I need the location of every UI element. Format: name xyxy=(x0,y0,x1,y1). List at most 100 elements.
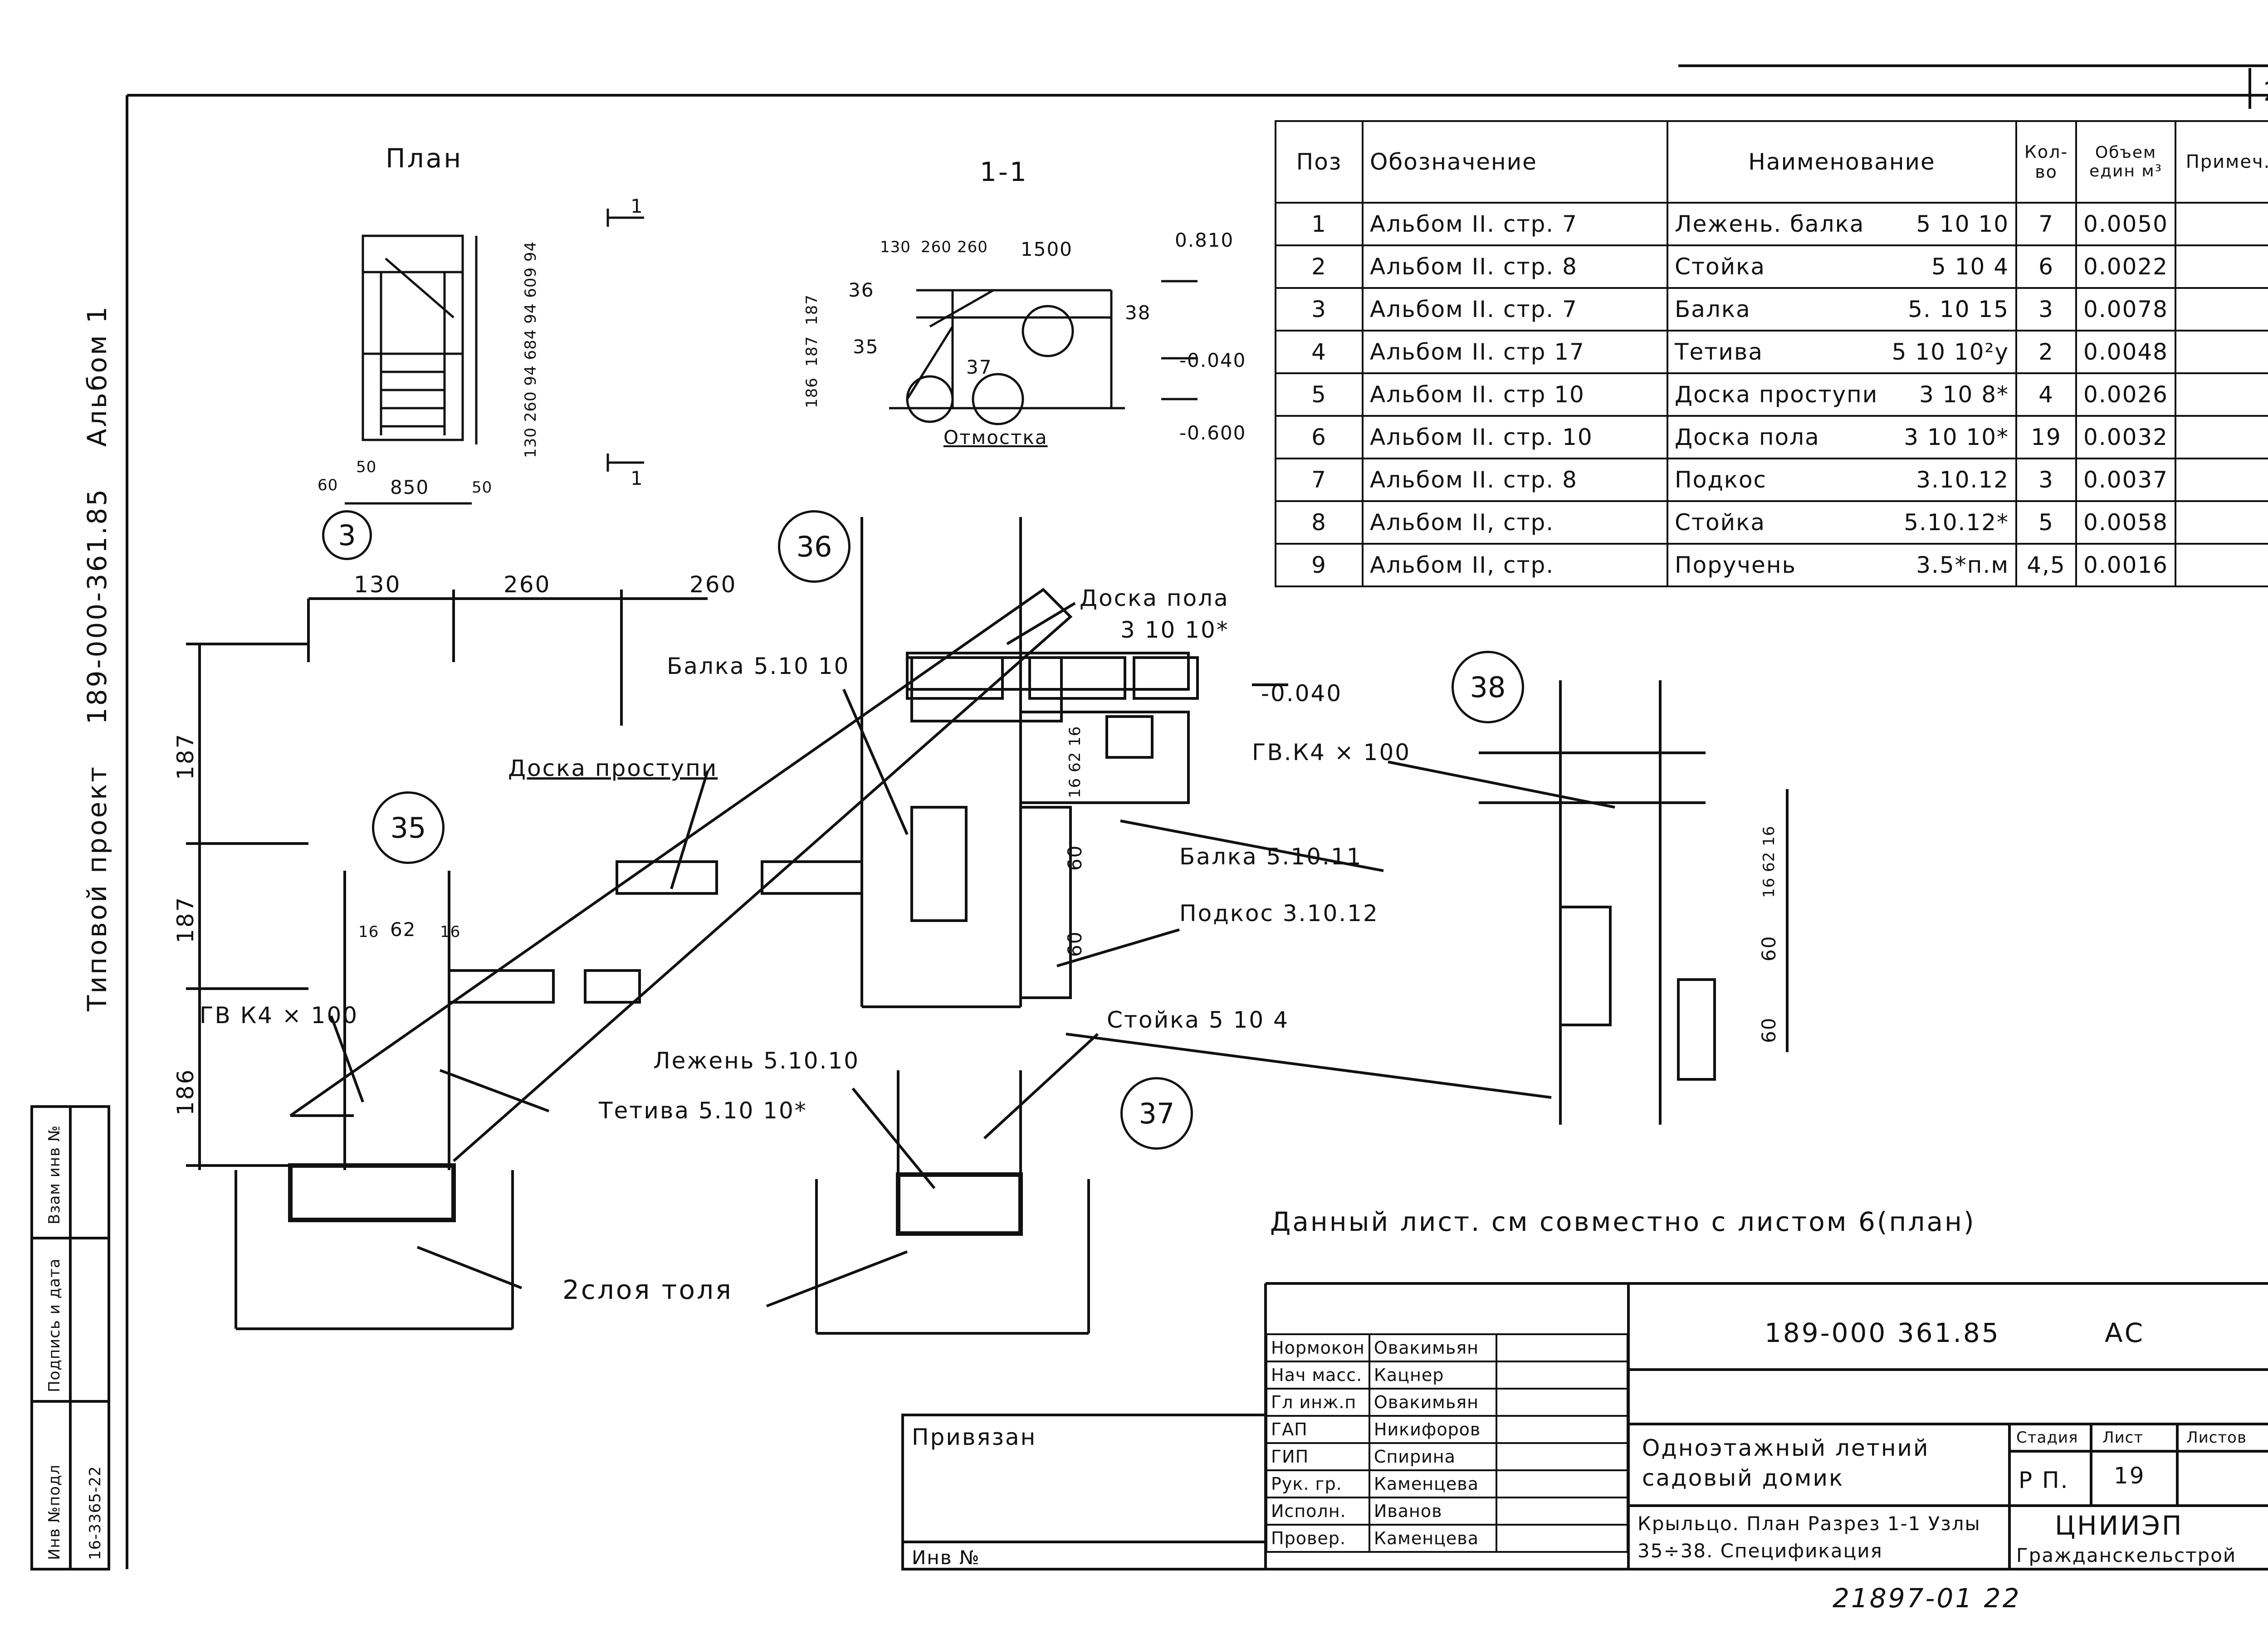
spec-cell xyxy=(2175,244,2268,289)
spec-cell: 6 xyxy=(1275,415,1364,459)
footer-code: 21897-01 22 xyxy=(1833,1583,2021,1614)
spec-cell: 0.0032 xyxy=(2075,415,2176,459)
sheet-number: 21 xyxy=(2263,76,2268,107)
plan-section-mark-top: 1 xyxy=(631,195,644,217)
spec-cell: 4,5 xyxy=(2015,543,2077,587)
section-dim-1500: 1500 xyxy=(1021,238,1073,260)
detail-dim-260a: 260 xyxy=(503,571,551,598)
plan-dim-50a: 50 xyxy=(356,458,377,476)
label-doska-pola-code: 3 10 10* xyxy=(1120,617,1229,643)
spec-cell: Стойка xyxy=(1667,244,1885,289)
section-otmostka: Отмостка xyxy=(943,426,1048,449)
tb-signature xyxy=(1495,1524,1629,1553)
spec-cell: 0.0050 xyxy=(2075,202,2176,246)
spec-h-note: Примеч. xyxy=(2175,120,2268,204)
plan-marker: 3 xyxy=(322,510,372,560)
detail-rdim-1: 62 xyxy=(1066,751,1084,772)
detail-dim-260b: 260 xyxy=(689,571,737,598)
spec-cell: Балка xyxy=(1667,287,1885,332)
spec-cell: 0.0022 xyxy=(2075,244,2176,289)
tb-person: Овакимьян xyxy=(1368,1388,1497,1417)
spec-header-row: Поз Обозначение Наименование Кол-во Объе… xyxy=(1275,120,2268,204)
spec-cell: 0.0048 xyxy=(2075,330,2176,374)
label-tetiva: Тетива 5.10 10* xyxy=(599,1097,807,1124)
tb-role: Провер. xyxy=(1266,1524,1370,1553)
spec-cell: 0.0078 xyxy=(2075,287,2176,332)
tb-mark: АС xyxy=(2105,1317,2145,1348)
plan-vdim-0: 130 xyxy=(522,427,540,458)
spec-cell xyxy=(2175,287,2268,332)
spec-cell: 19 xyxy=(2015,415,2077,459)
plan-vdim-1: 260 xyxy=(522,391,540,422)
tb-list: 19 xyxy=(2114,1463,2146,1489)
spec-h-oboznach: Обозначение xyxy=(1362,120,1668,204)
spec-cell: 5 10 4 xyxy=(1885,244,2018,289)
tb-role-row: Исполн.Иванов xyxy=(1266,1497,1629,1526)
stamp-replace-inv: Взам инв № xyxy=(45,1125,64,1224)
spec-cell: 8 xyxy=(1275,500,1364,545)
tb-role: ГАП xyxy=(1266,1415,1370,1444)
label-gvk-left: ГВ К4 × 100 xyxy=(200,1002,359,1029)
plan-vdim-6: 94 xyxy=(522,241,540,262)
spec-h-pos: Поз xyxy=(1275,120,1364,204)
spec-cell: 3.10.12 xyxy=(1885,458,2018,502)
side-code: 189-000-361.85 xyxy=(82,487,112,725)
spec-cell: 2 xyxy=(2015,330,2077,374)
tb-signature xyxy=(1495,1415,1629,1444)
node-37-marker: 37 xyxy=(1120,1077,1193,1150)
spec-cell: 5 10 10²у xyxy=(1885,330,2018,374)
node-35-marker: 35 xyxy=(372,791,445,864)
tb-person: Никифоров xyxy=(1368,1415,1497,1444)
tb-role: Гл инж.п xyxy=(1266,1388,1370,1417)
plan-dim-50b: 50 xyxy=(472,478,493,497)
tb-object: Одноэтажный летний садовый домик xyxy=(1642,1435,1930,1491)
spec-cell: 5 xyxy=(1275,372,1364,417)
section-vert-dims: 186 187 187 xyxy=(803,294,821,408)
spec-cell xyxy=(2175,330,2268,374)
spec-cell: 0.0058 xyxy=(2075,500,2176,545)
spec-cell: 3 10 10* xyxy=(1885,415,2018,459)
spec-cell: 5 10 10 xyxy=(1885,202,2018,246)
section-callout-38: 38 xyxy=(1125,302,1151,324)
tb-person: Кацнер xyxy=(1368,1361,1497,1390)
spec-cell: 9 xyxy=(1275,543,1364,587)
tb-stage-h: Стадия xyxy=(2016,1429,2078,1447)
section-vdim-2: 187 xyxy=(803,294,821,325)
label-gvk-right: ГВ.К4 × 100 xyxy=(1252,739,1411,766)
spec-table: Поз Обозначение Наименование Кол-во Объе… xyxy=(1275,120,2268,587)
spec-cell: 3 xyxy=(1275,287,1364,332)
plan-title: План xyxy=(386,143,463,174)
spec-cell: 5 xyxy=(2015,500,2077,545)
plan-dim-850: 850 xyxy=(390,476,430,498)
spec-cell: Альбом II. стр. 8 xyxy=(1362,458,1668,502)
spec-h-volume: Объем един м³ xyxy=(2075,120,2176,204)
section-dim-260a: 260 xyxy=(921,238,952,256)
spec-cell xyxy=(2175,500,2268,545)
stamp-inv-number: 16-3365-22 xyxy=(86,1466,104,1560)
section-level-bottom: -0.600 xyxy=(1179,422,1246,444)
tb-role-row: Провер.Каменцева xyxy=(1266,1524,1629,1553)
tb-role-row: Нач масс.Кацнер xyxy=(1266,1361,1629,1390)
plan-vert-dims: 130 260 94 684 94 609 94 xyxy=(522,241,540,458)
spec-cell: 7 xyxy=(1275,458,1364,502)
label-balka-511: Балка 5.10.11 xyxy=(1179,844,1363,870)
label-balka-top: Балка 5.10 10 xyxy=(667,653,850,679)
stamp-inv-podl: Инв №подл xyxy=(45,1464,64,1560)
sheet-note: Данный лист. см совместно с листом 6(пла… xyxy=(1270,1206,1976,1237)
detail-dim-62: 62 xyxy=(390,918,416,941)
section-callout-37: 37 xyxy=(966,356,992,378)
detail38-dims: 16 62 16 xyxy=(1760,826,1778,898)
spec-cell xyxy=(2175,458,2268,502)
spec-cell: Альбом II. стр. 7 xyxy=(1362,287,1668,332)
section-vdim-0: 186 xyxy=(803,377,821,408)
